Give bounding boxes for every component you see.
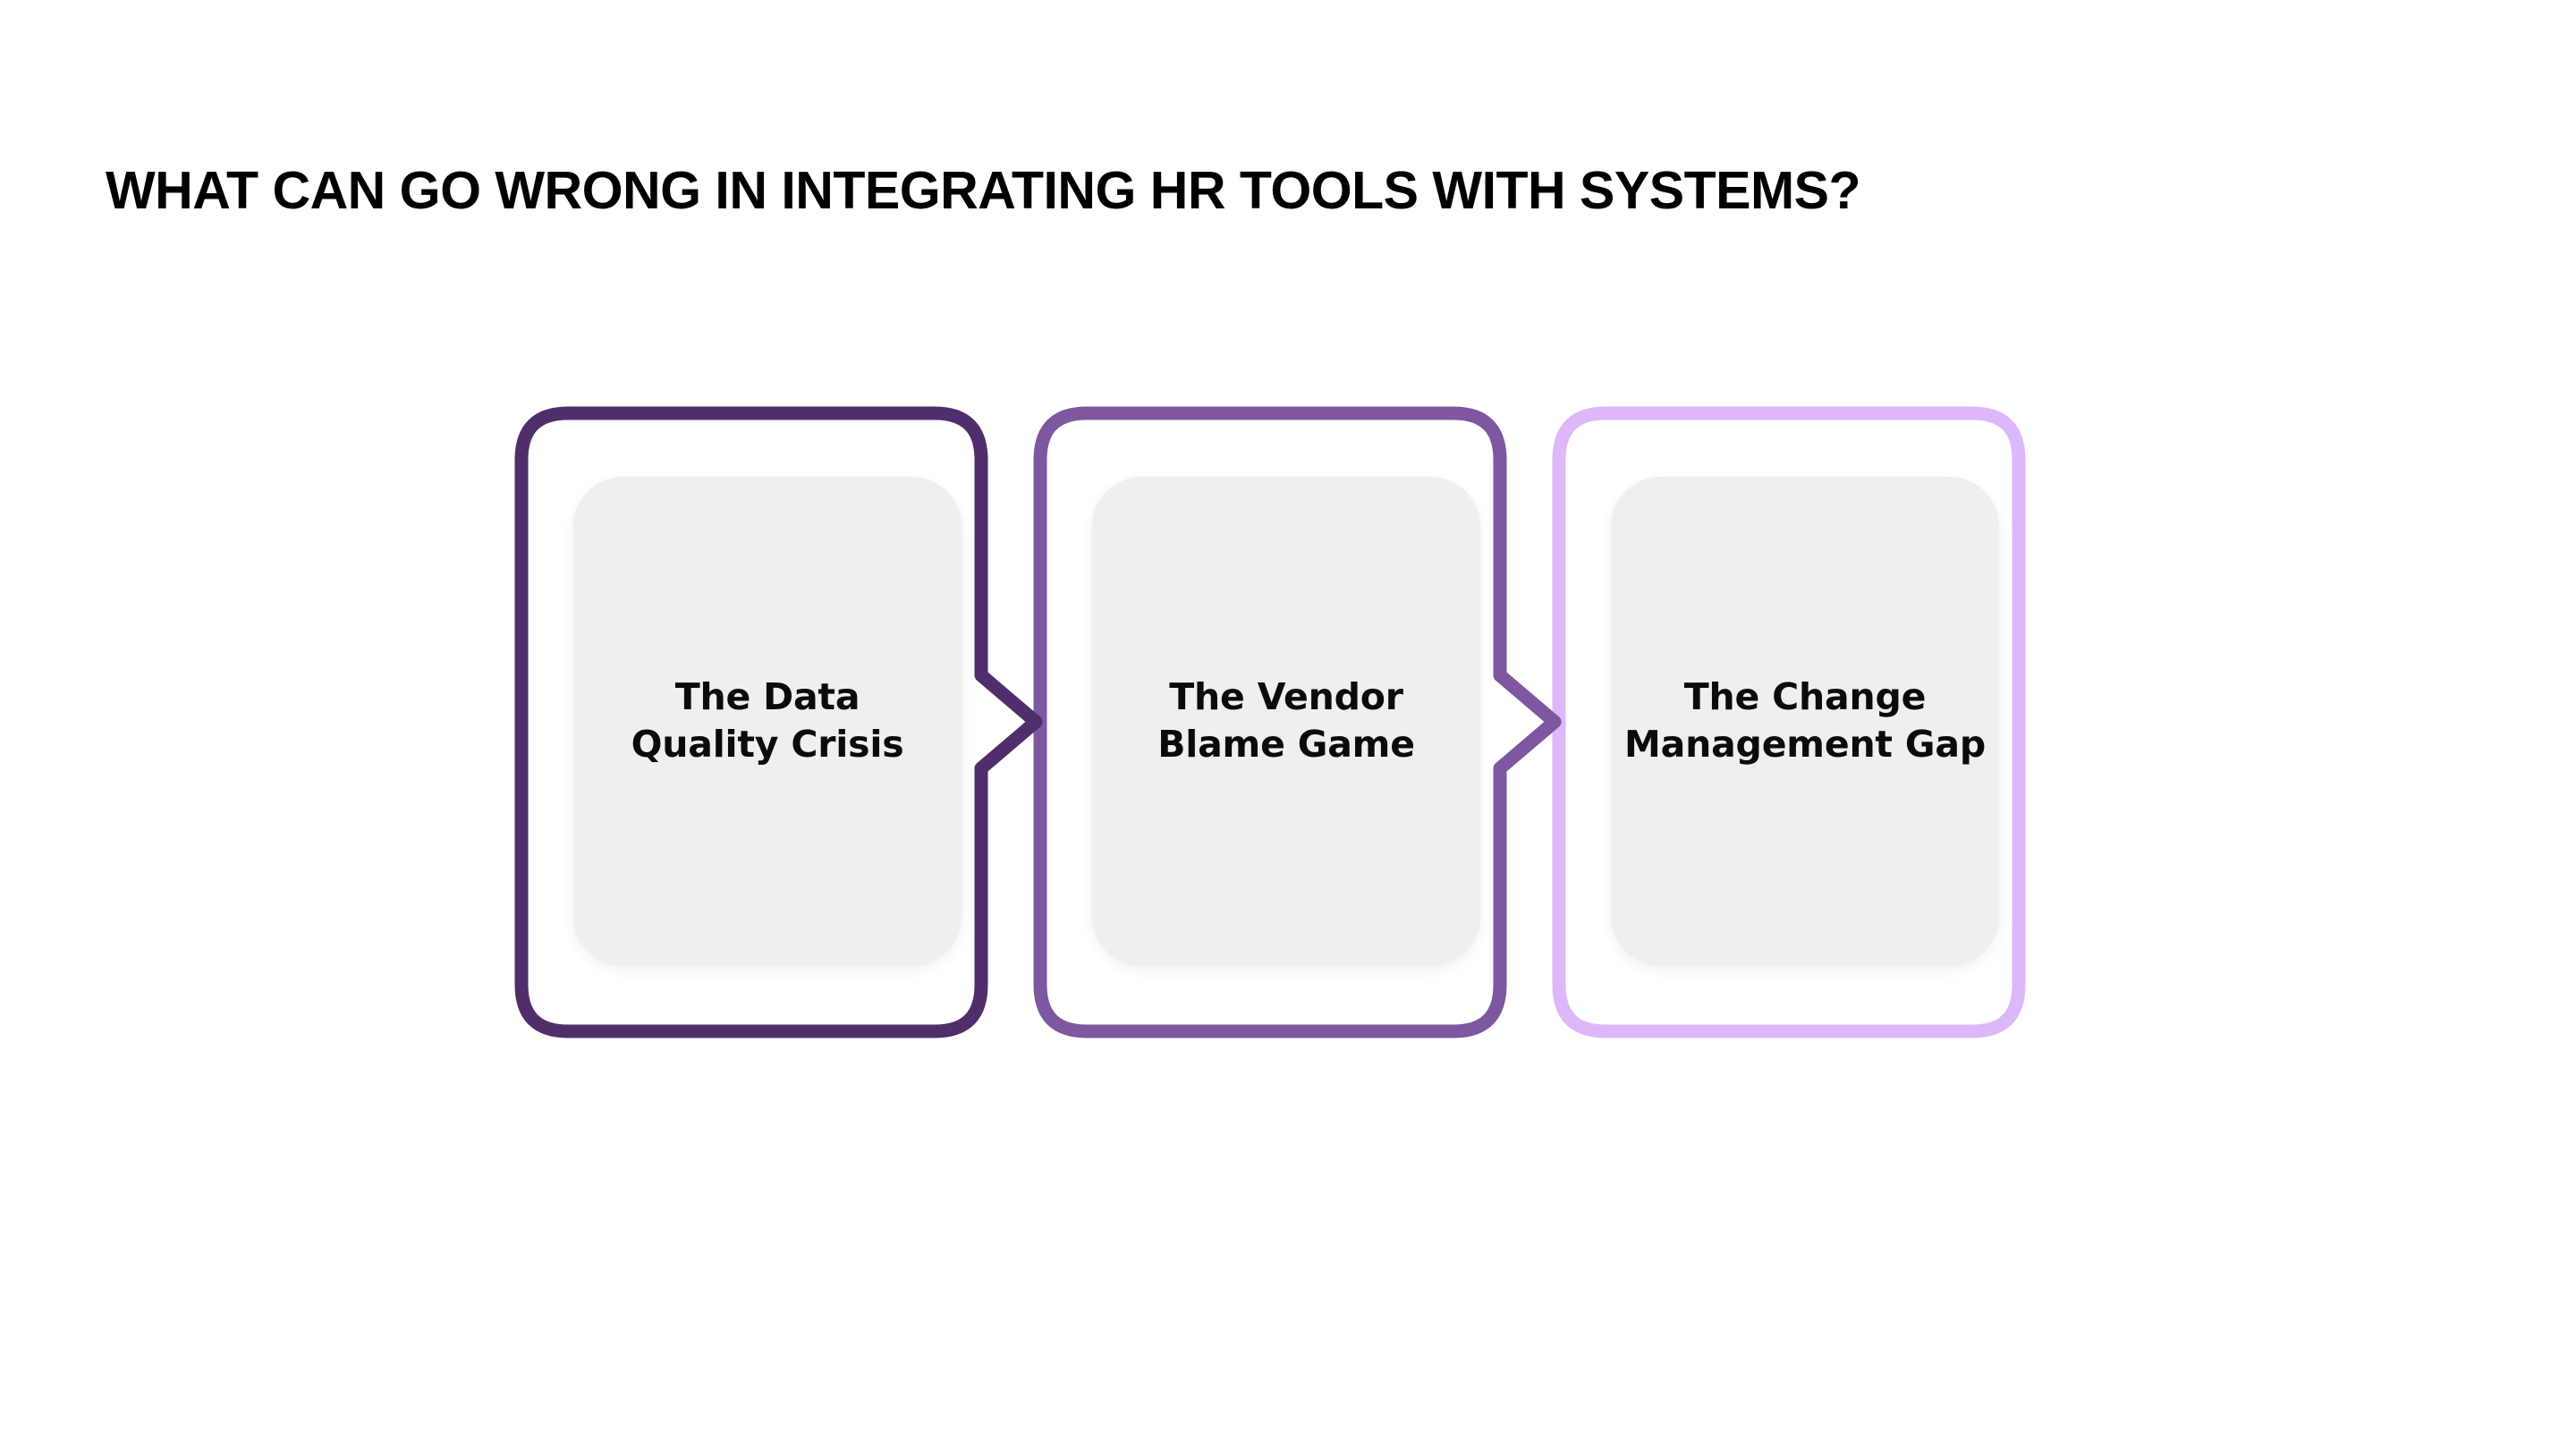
- chevron-outline-3: [1552, 406, 2026, 1038]
- page-title: WHAT CAN GO WRONG IN INTEGRATING HR TOOL…: [106, 160, 1861, 220]
- process-flow-diagram: The Data Quality Crisis The Vendor Blame…: [514, 406, 2080, 1038]
- flow-step-2-label: The Vendor Blame Game: [1157, 674, 1415, 766]
- chevron-outline-2: [1033, 406, 1562, 1038]
- flow-step-1-label: The Data Quality Crisis: [631, 674, 904, 766]
- flow-step-3-panel: The Change Management Gap: [1611, 477, 1999, 965]
- flow-step-2-panel: The Vendor Blame Game: [1092, 477, 1480, 965]
- flow-step-1-panel: The Data Quality Crisis: [573, 477, 962, 965]
- chevron-outline-1: [514, 406, 1043, 1038]
- flow-step-3[interactable]: The Change Management Gap: [1552, 406, 2080, 1038]
- flow-step-3-label: The Change Management Gap: [1624, 674, 1986, 766]
- flow-step-1[interactable]: The Data Quality Crisis: [514, 406, 1043, 1038]
- flow-step-2[interactable]: The Vendor Blame Game: [1033, 406, 1562, 1038]
